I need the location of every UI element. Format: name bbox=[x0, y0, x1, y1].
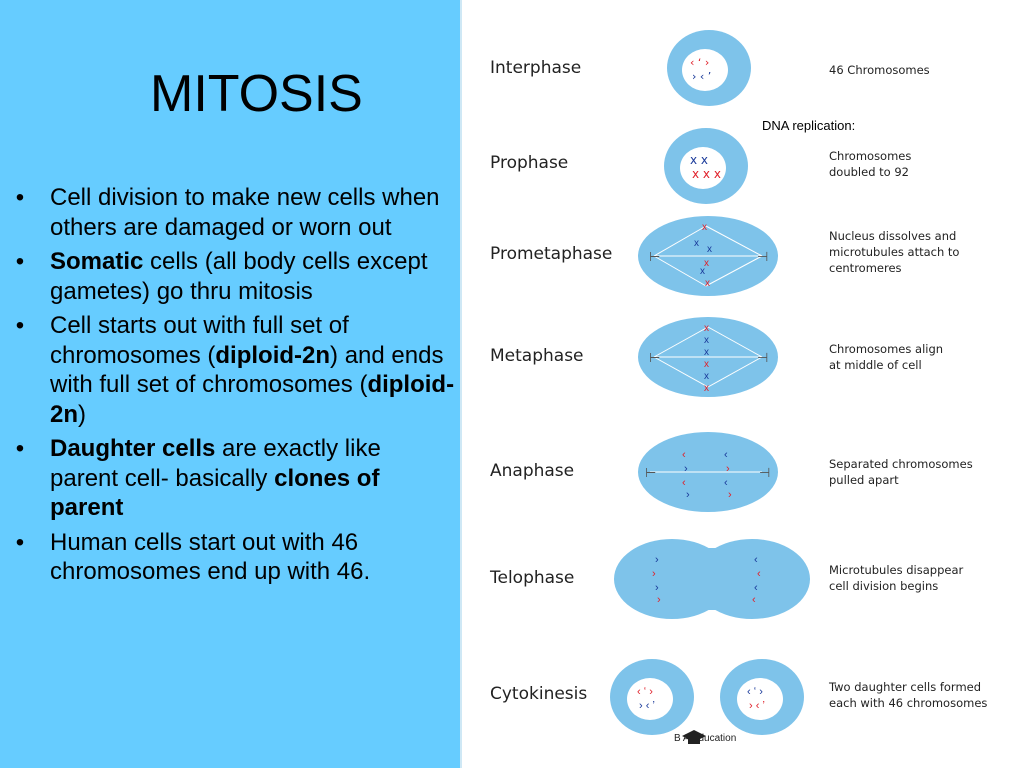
svg-text:⊣: ⊣ bbox=[757, 249, 768, 264]
stage-label-cytokinesis: Cytokinesis bbox=[490, 684, 588, 704]
svg-text:⊢: ⊢ bbox=[645, 465, 656, 480]
bullet-item: • Somatic cells (all body cells except ga… bbox=[10, 247, 455, 306]
dna-replication-note: DNA replication: bbox=[762, 118, 856, 133]
stage-desc-interphase: 46 Chromosomes bbox=[829, 63, 930, 77]
svg-text:›: › bbox=[657, 594, 661, 606]
stage-desc-anaphase: Separated chromosomes pulled apart bbox=[829, 457, 973, 487]
mitosis-diagram: ‹ ʻ › › ‹ ʼ x x x x x ⊢ ⊣ x x x x x x bbox=[460, 0, 1024, 768]
bullet-bold-text: Daughter cells bbox=[50, 435, 216, 462]
stage-illustrations: ‹ ʻ › › ‹ ʼ x x x x x ⊢ ⊣ x x x x x x bbox=[610, 30, 810, 744]
svg-text:‹ ʻ ›: ‹ ʻ › bbox=[747, 686, 763, 698]
bullet-text: ) bbox=[78, 400, 87, 428]
svg-text:x: x bbox=[704, 323, 709, 334]
bullet-dot-icon: • bbox=[15, 184, 25, 211]
svg-text:‹: ‹ bbox=[724, 477, 728, 489]
svg-text:⊢: ⊢ bbox=[649, 350, 660, 365]
logo-text: B A Education bbox=[674, 733, 737, 744]
prophase-cell: x x x x x bbox=[664, 128, 748, 204]
anaphase-cell: ⊢ ⊣ ‹ › ‹ › ‹ › ‹ › bbox=[638, 432, 778, 512]
svg-text:⊣: ⊣ bbox=[757, 350, 768, 365]
text-panel: MITOSIS • Cell division to make new cells… bbox=[0, 0, 460, 768]
bullet-text: Human cells start out with 46 chromosome… bbox=[50, 528, 371, 586]
stage-desc-metaphase: Chromosomes align at middle of cell bbox=[829, 342, 944, 372]
bullet-dot-icon: • bbox=[15, 248, 25, 275]
bullet-bold-text: diploid-2n bbox=[215, 341, 331, 369]
stage-label-telophase: Telophase bbox=[490, 568, 575, 588]
stage-label-anaphase: Anaphase bbox=[490, 461, 575, 481]
stage-desc-prophase: Chromosomes doubled to 92 bbox=[829, 149, 912, 179]
bullet-dot-icon: • bbox=[15, 312, 25, 339]
svg-text:‹ ʻ ›: ‹ ʻ › bbox=[637, 686, 653, 698]
svg-text:x: x bbox=[694, 238, 699, 249]
bullet-bold-text: Somatic bbox=[50, 248, 144, 275]
bullet-text: are exactly like parent cell- basically bbox=[50, 435, 381, 492]
svg-text:x: x bbox=[704, 371, 709, 382]
svg-text:‹: ‹ bbox=[757, 568, 761, 580]
bullet-list: • Cell division to make new cells when ot… bbox=[10, 183, 455, 592]
svg-text:x: x bbox=[705, 278, 710, 289]
bullet-bold-text: clones of parent bbox=[50, 464, 380, 522]
stage-label-metaphase: Metaphase bbox=[490, 346, 584, 366]
svg-text:› ‹ ʼ: › ‹ ʼ bbox=[692, 70, 711, 83]
bullet-item: • Human cells start out with 46 chromosom… bbox=[10, 528, 455, 587]
svg-text:‹: ‹ bbox=[752, 594, 756, 606]
bullet-item: • Cell division to make new cells when ot… bbox=[10, 183, 455, 242]
bullet-item: • Daughter cells are exactly like parent … bbox=[10, 434, 455, 523]
svg-text:›: › bbox=[728, 489, 732, 501]
bullet-dot-icon: • bbox=[15, 528, 25, 556]
svg-text:›: › bbox=[686, 489, 690, 501]
svg-text:x: x bbox=[704, 347, 709, 358]
cytokinesis-cells: ‹ ʻ › › ‹ ʼ ‹ ʻ › › ‹ ʼ bbox=[610, 659, 804, 735]
svg-text:x: x bbox=[707, 244, 712, 255]
svg-text:‹: ‹ bbox=[682, 449, 686, 461]
stage-label-prophase: Prophase bbox=[490, 153, 569, 173]
svg-text:›: › bbox=[655, 554, 659, 566]
stage-desc-telophase: Microtubules disappear cell division beg… bbox=[829, 563, 964, 593]
logo-icon bbox=[682, 730, 706, 744]
svg-text:›: › bbox=[652, 568, 656, 580]
svg-text:‹: ‹ bbox=[724, 449, 728, 461]
svg-text:x x: x x bbox=[690, 153, 708, 167]
svg-text:› ‹ ʼ: › ‹ ʼ bbox=[639, 700, 655, 712]
svg-text:‹: ‹ bbox=[682, 477, 686, 489]
stage-desc-cytokinesis: Two daughter cells formed each with 46 c… bbox=[829, 680, 988, 710]
svg-text:x: x bbox=[700, 266, 705, 277]
svg-text:x: x bbox=[704, 335, 709, 346]
metaphase-cell: ⊢ ⊣ x x x x x x bbox=[638, 317, 778, 397]
stage-desc-prometaphase: Nucleus dissolves and microtubules attac… bbox=[829, 229, 960, 275]
svg-text:x x x: x x x bbox=[692, 167, 721, 181]
svg-text:›: › bbox=[684, 463, 688, 475]
svg-text:› ‹ ʼ: › ‹ ʼ bbox=[749, 700, 765, 712]
bullet-item: • Cell starts out with full set of chromo… bbox=[10, 311, 455, 429]
slide-title: MITOSIS bbox=[150, 65, 363, 123]
svg-text:‹ ʻ ›: ‹ ʻ › bbox=[690, 56, 709, 69]
stage-label-interphase: Interphase bbox=[490, 58, 582, 78]
svg-text:x: x bbox=[704, 383, 709, 394]
bullet-dot-icon: • bbox=[15, 435, 25, 462]
bullet-bold-text: diploid-2n bbox=[50, 371, 455, 428]
interphase-cell: ‹ ʻ › › ‹ ʼ bbox=[667, 30, 751, 106]
svg-text:›: › bbox=[655, 582, 659, 594]
svg-text:⊣: ⊣ bbox=[759, 465, 770, 480]
bullet-text: cells (all body cells except gametes) go… bbox=[50, 248, 428, 305]
bullet-text: Cell division to make new cells when oth… bbox=[50, 184, 440, 241]
telophase-cell: › › › › ‹ ‹ ‹ ‹ bbox=[614, 539, 810, 619]
svg-text:x: x bbox=[704, 359, 709, 370]
svg-text:‹: ‹ bbox=[754, 582, 758, 594]
svg-text:‹: ‹ bbox=[754, 554, 758, 566]
bullet-text: ) and ends with full set of chromosomes … bbox=[50, 341, 444, 399]
svg-text:x: x bbox=[704, 258, 709, 269]
stage-label-prometaphase: Prometaphase bbox=[490, 244, 613, 264]
prometaphase-cell: ⊢ ⊣ x x x x x x bbox=[638, 216, 778, 296]
svg-text:⊢: ⊢ bbox=[649, 249, 660, 264]
svg-text:›: › bbox=[726, 463, 730, 475]
bullet-text: Cell starts out with full set of chromos… bbox=[50, 312, 349, 369]
svg-text:x: x bbox=[702, 222, 707, 233]
